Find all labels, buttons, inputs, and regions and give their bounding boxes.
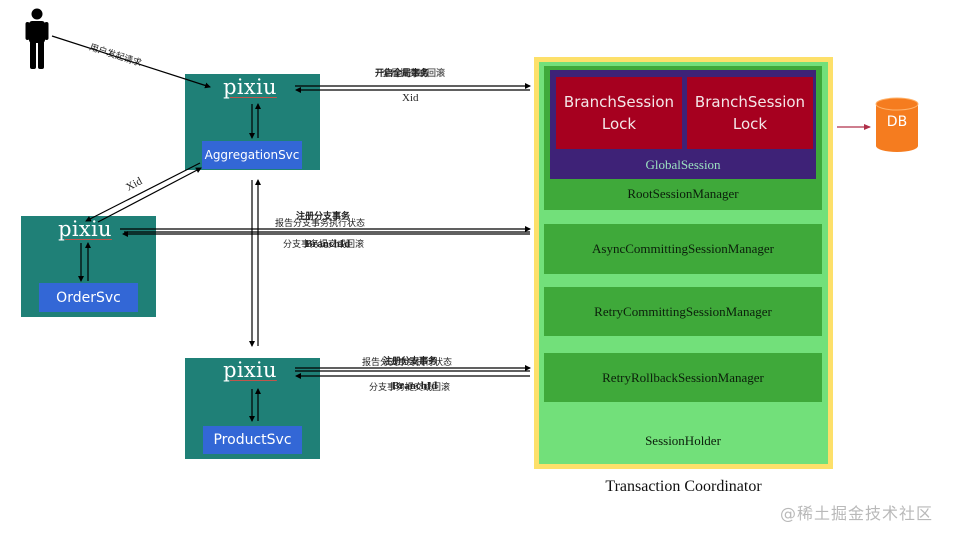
product-tc-label-report: 报告分支事务执行状态 — [362, 358, 453, 368]
branch-session-lock-1: BranchSession Lock — [556, 77, 682, 149]
retry-committing-session-manager: RetryCommittingSessionManager — [544, 287, 822, 336]
person-icon — [25, 8, 49, 69]
lock-label: Lock — [601, 115, 637, 133]
database-icon — [875, 97, 919, 152]
product-service: ProductSvc — [203, 426, 302, 454]
product-pixiu-label: pixiu — [223, 358, 277, 382]
product-tc-label-branchid: BranchId — [392, 380, 438, 392]
edge-order-agg-1 — [97, 167, 202, 223]
order-tc-label-branchid: BranchId — [305, 238, 351, 250]
aggregation-service: AggregationSvc — [202, 141, 302, 169]
transaction-coordinator-title: Transaction Coordinator — [605, 478, 762, 495]
agg-order-label-xid: Xid — [124, 175, 145, 194]
order-service: OrderSvc — [39, 283, 138, 312]
global-session-label: GlobalSession — [645, 157, 721, 172]
aggregation-pixiu-label: pixiu — [223, 75, 277, 99]
branch-session-lock-2: BranchSession Lock — [687, 77, 813, 149]
retry-rollback-session-manager: RetryRollbackSessionManager — [544, 353, 822, 402]
branch-session-label: BranchSession — [563, 93, 675, 111]
async-committing-session-manager: AsyncCommittingSessionManager — [544, 224, 822, 274]
watermark: @稀土掘金技术社区 — [780, 504, 934, 523]
database-label: DB — [886, 114, 908, 130]
product-tc-label-register: 注册分支事务 — [383, 357, 438, 367]
agg-tc-label-xid: Xid — [402, 92, 419, 104]
agg-tc-label-top: 开启全局事务 — [375, 69, 430, 79]
edge-agg-order-1 — [85, 162, 201, 222]
branch-session-label: BranchSession — [694, 93, 806, 111]
order-pixiu-label: pixiu — [58, 217, 112, 241]
order-tc-label-register: 注册分支事务 — [296, 212, 351, 222]
agg-tc-label-top-overlap: 全局提交或回滚 — [382, 69, 446, 79]
root-session-manager-label: RootSessionManager — [627, 186, 739, 201]
product-tc-label-commit: 分支事务提交或回滚 — [369, 383, 451, 393]
order-tc-label-commit: 分支事务提交或回滚 — [283, 240, 365, 250]
user-request-label: 用户发起请求 — [87, 42, 143, 70]
lock-label: Lock — [732, 115, 768, 133]
session-holder-label: SessionHolder — [645, 433, 721, 448]
order-tc-label-report: 报告分支事务执行状态 — [275, 219, 366, 229]
